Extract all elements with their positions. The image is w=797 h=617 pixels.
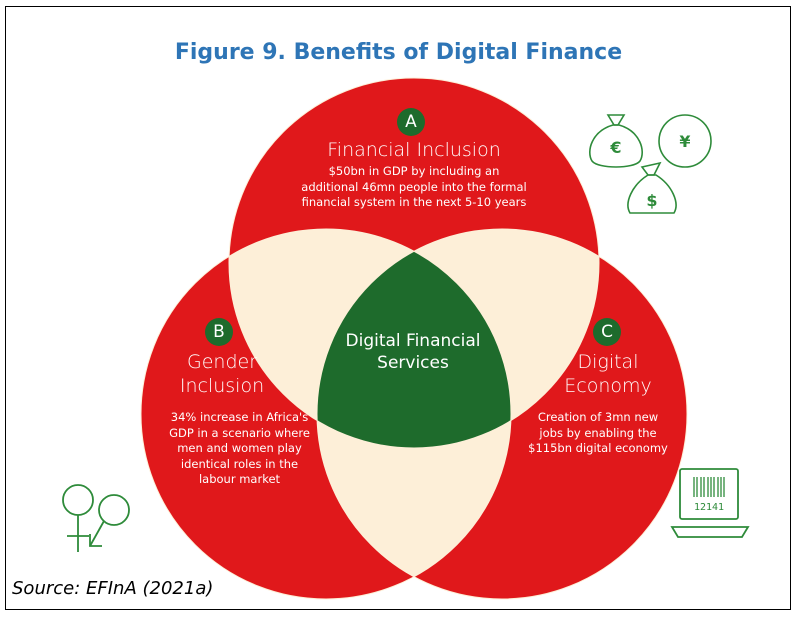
- badge-a: A: [397, 108, 425, 136]
- description-c: Creation of 3mn new jobs by enabling the…: [528, 410, 668, 455]
- label-b: 34% increase in Africa's GDP in a scenar…: [167, 410, 312, 488]
- euro-symbol: €: [609, 138, 621, 157]
- source-caption: Source: EFInA (2021a): [12, 578, 214, 599]
- gender-icon: [62, 484, 130, 552]
- label-a: Financial Inclusion $50bn in GDP by incl…: [300, 138, 528, 211]
- dollar-symbol: $: [646, 191, 657, 210]
- badge-c: C: [593, 318, 621, 346]
- badge-b: B: [205, 318, 233, 346]
- barcode-laptop-icon: 12141: [670, 468, 750, 538]
- figure-frame: [5, 6, 791, 610]
- yen-coin-icon: [658, 114, 712, 168]
- money-icons: € ¥ $: [589, 114, 712, 214]
- heading-c-wrap: Digital Economy: [556, 350, 660, 398]
- barcode-number: 12141: [694, 502, 724, 513]
- figure-title: Figure 9. Benefits of Digital Finance: [174, 40, 623, 65]
- description-b: 34% increase in Africa's GDP in a scenar…: [169, 410, 310, 486]
- heading-a: Financial Inclusion: [327, 139, 501, 161]
- heading-b: Gender Inclusion: [179, 351, 265, 397]
- yen-symbol: ¥: [679, 132, 690, 151]
- label-c: Creation of 3mn new jobs by enabling the…: [528, 410, 668, 457]
- dollar-bag-icon: [627, 161, 677, 214]
- overlap-center: [317, 229, 511, 448]
- heading-c: Digital Economy: [564, 351, 652, 397]
- description-a: $50bn in GDP by including an additional …: [301, 164, 527, 209]
- euro-bag-icon: [589, 114, 643, 168]
- center-label: Digital Financial Services: [345, 331, 481, 373]
- heading-b-wrap: Gender Inclusion: [170, 350, 274, 398]
